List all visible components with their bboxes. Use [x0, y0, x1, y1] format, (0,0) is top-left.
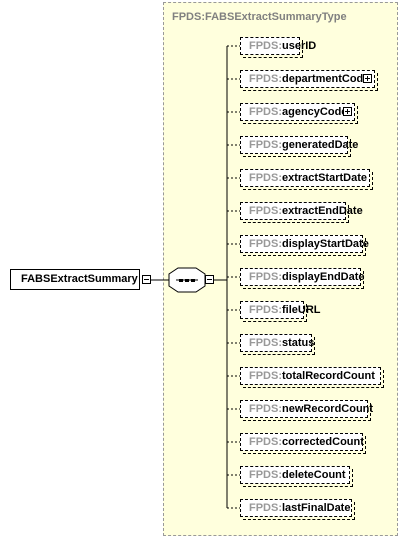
element-box-userID[interactable]: FPDS:userID	[240, 37, 316, 55]
root-element-box[interactable]: FABSExtractSummary	[10, 269, 140, 290]
element-box-extractEndDate[interactable]: FPDS:extractEndDate	[240, 202, 363, 220]
complex-type-title: FPDS:FABSExtractSummaryType	[172, 11, 347, 23]
namespace-prefix: FPDS:	[249, 73, 282, 85]
element-box-status[interactable]: FPDS:status	[240, 334, 315, 352]
element-box-deleteCount[interactable]: FPDS:deleteCount	[240, 466, 350, 484]
element-box-extractStartDate[interactable]: FPDS:extractStartDate	[240, 169, 370, 187]
element-shadow	[243, 139, 351, 157]
element-name: correctedCount	[282, 436, 364, 448]
element-name: displayEndDate	[282, 271, 365, 283]
namespace-prefix: FPDS:	[249, 106, 282, 118]
element-name: agencyCode	[282, 106, 348, 118]
element-shadow	[243, 436, 366, 454]
element-name: extractEndDate	[282, 205, 363, 217]
element-shadow	[243, 403, 371, 421]
element-box-correctedCount[interactable]: FPDS:correctedCount	[240, 433, 364, 451]
element-box-agencyCode[interactable]: FPDS:agencyCode	[240, 103, 355, 121]
element-box-displayEndDate[interactable]: FPDS:displayEndDate	[240, 268, 365, 286]
element-shadow	[243, 106, 358, 124]
expand-plus-icon[interactable]	[343, 107, 352, 116]
element-name: totalRecordCount	[282, 370, 375, 382]
element-box-totalRecordCount[interactable]: FPDS:totalRecordCount	[240, 367, 381, 385]
element-shadow	[243, 370, 384, 388]
element-shadow	[243, 205, 349, 223]
element-box-generatedDate[interactable]: FPDS:generatedDate	[240, 136, 358, 154]
namespace-prefix: FPDS:	[249, 370, 282, 382]
element-name: generatedDate	[282, 139, 359, 151]
element-shadow	[243, 271, 364, 289]
namespace-prefix: FPDS:	[249, 436, 282, 448]
element-name: extractStartDate	[282, 172, 367, 184]
element-box-displayStartDate[interactable]: FPDS:displayStartDate	[240, 235, 369, 253]
element-name: fileURL	[282, 304, 321, 316]
element-box-lastFinalDate[interactable]: FPDS:lastFinalDate	[240, 499, 352, 517]
namespace-prefix: FPDS:	[249, 40, 282, 52]
namespace-prefix: FPDS:	[249, 403, 282, 415]
namespace-prefix: FPDS:	[249, 271, 282, 283]
element-name: displayStartDate	[282, 238, 369, 250]
namespace-prefix: FPDS:	[249, 304, 282, 316]
element-name: departmentCode	[282, 73, 370, 85]
element-shadow	[243, 469, 353, 487]
element-name: status	[282, 337, 315, 349]
element-shadow	[243, 337, 315, 355]
namespace-prefix: FPDS:	[249, 139, 282, 151]
namespace-prefix: FPDS:	[249, 172, 282, 184]
expand-plus-icon[interactable]	[363, 74, 372, 83]
element-name: deleteCount	[282, 469, 346, 481]
namespace-prefix: FPDS:	[249, 337, 282, 349]
root-collapse-icon[interactable]	[142, 275, 151, 284]
element-box-fileURL[interactable]: FPDS:fileURL	[240, 301, 321, 319]
element-shadow	[243, 304, 307, 322]
namespace-prefix: FPDS:	[249, 238, 282, 250]
element-shadow	[243, 172, 373, 190]
element-name: userID	[282, 40, 317, 52]
namespace-prefix: FPDS:	[249, 469, 282, 481]
element-shadow	[243, 502, 355, 520]
element-name: newRecordCount	[282, 403, 374, 415]
namespace-prefix: FPDS:	[249, 205, 282, 217]
element-box-newRecordCount[interactable]: FPDS:newRecordCount	[240, 400, 373, 418]
sequence-collapse-icon[interactable]	[205, 275, 214, 284]
element-shadow	[243, 238, 366, 256]
element-name: lastFinalDate	[282, 502, 351, 514]
root-element-label: FABSExtractSummary	[21, 273, 138, 285]
element-shadow	[243, 73, 378, 91]
namespace-prefix: FPDS:	[249, 502, 282, 514]
element-box-departmentCode[interactable]: FPDS:departmentCode	[240, 70, 375, 88]
element-shadow	[243, 40, 303, 58]
